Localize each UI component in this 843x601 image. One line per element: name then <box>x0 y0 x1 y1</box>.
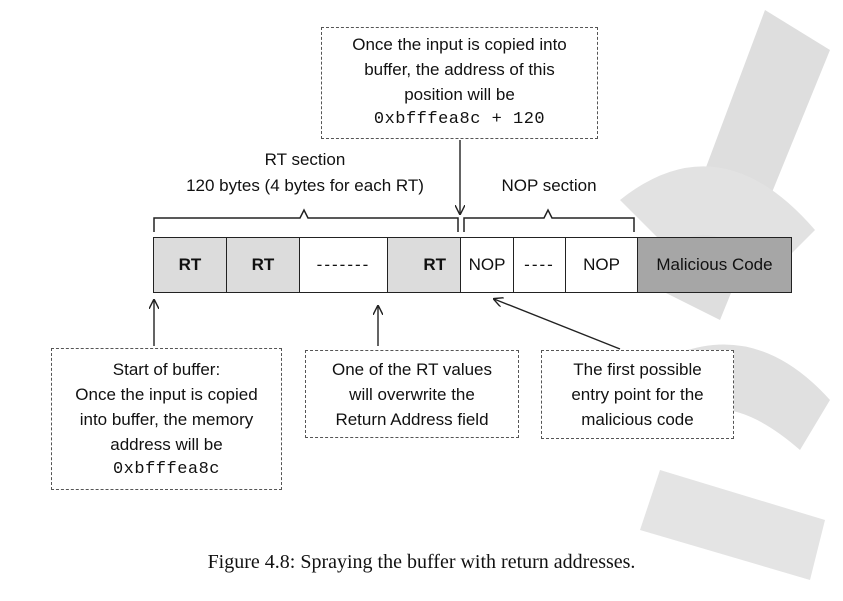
top-note-line2: buffer, the address of this <box>364 60 555 79</box>
top-note-line1: Once the input is copied into <box>352 35 567 54</box>
rt-ellipsis-cell: ------- <box>299 237 388 293</box>
start-note-line4: address will be <box>110 435 223 454</box>
start-note-address: 0xbfffea8c <box>112 460 221 479</box>
rt-note-line2: will overwrite the <box>349 385 475 404</box>
entry-note-line1: The first possible <box>573 360 702 379</box>
rt-cell-last: RT <box>387 237 461 293</box>
entry-note-line3: malicious code <box>581 410 694 429</box>
rt-overwrite-note: One of the RT values will overwrite the … <box>305 350 519 438</box>
nop-cell-last: NOP <box>565 237 638 293</box>
start-note-line3: into buffer, the memory <box>79 410 254 429</box>
entry-note-line2: entry point for the <box>571 385 704 404</box>
nop-ellipsis-cell: ---- <box>513 237 566 293</box>
nop-cell-1: NOP <box>460 237 514 293</box>
start-of-buffer-note: Start of buffer: Once the input is copie… <box>51 348 282 490</box>
rt-section-brace <box>153 208 459 232</box>
top-note-line3: position will be <box>404 85 515 104</box>
malicious-code-cell: Malicious Code <box>637 237 792 293</box>
rt-note-line1: One of the RT values <box>331 360 493 379</box>
rt-section-subtitle: 120 bytes (4 bytes for each RT) <box>186 176 424 195</box>
start-note-line1: Start of buffer: <box>112 360 221 379</box>
nop-section-brace <box>463 208 635 232</box>
entry-point-arrow <box>494 299 621 350</box>
top-address-note: Once the input is copied into buffer, th… <box>321 27 598 139</box>
rt-section-title: RT section <box>264 150 346 169</box>
entry-point-note: The first possible entry point for the m… <box>541 350 734 439</box>
rt-note-line3: Return Address field <box>335 410 489 429</box>
nop-section-title: NOP section <box>501 176 597 195</box>
start-note-line2: Once the input is copied <box>75 385 258 404</box>
top-note-address: 0xbfffea8c + 120 <box>373 110 546 129</box>
figure-caption: Figure 4.8: Spraying the buffer with ret… <box>207 551 636 573</box>
